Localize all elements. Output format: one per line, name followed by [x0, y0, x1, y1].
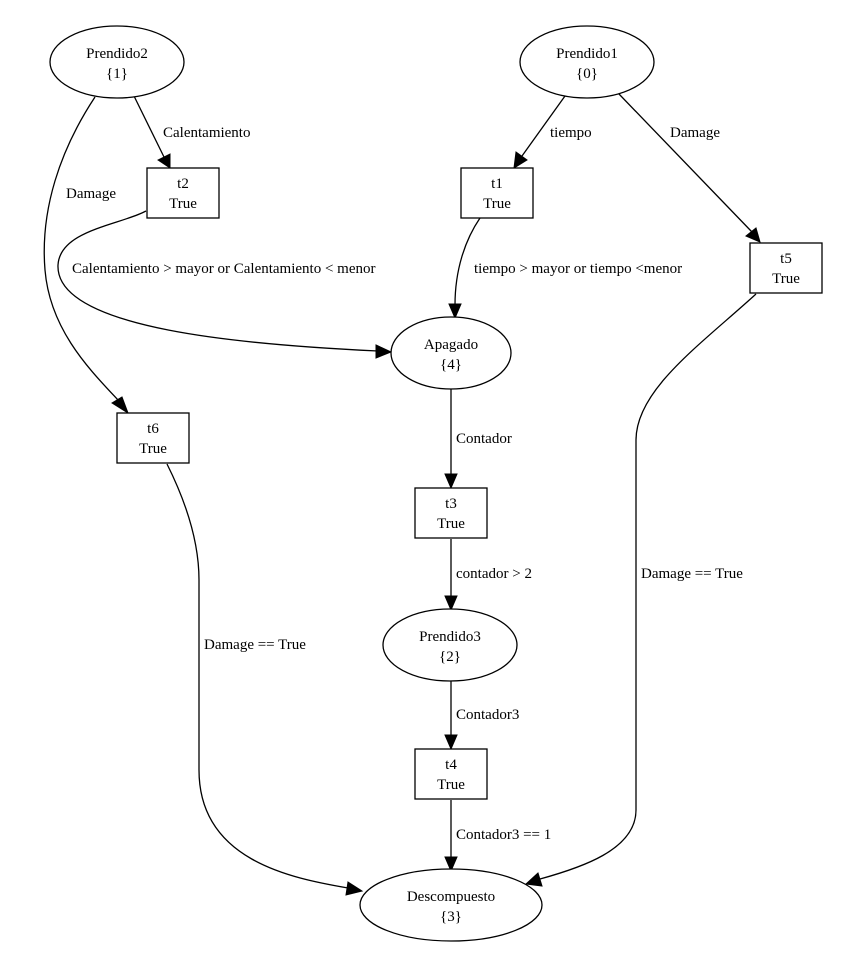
- place-prendido3[interactable]: Prendido3 {2}: [382, 608, 518, 682]
- place-name: Descompuesto: [407, 889, 495, 905]
- transition-t1[interactable]: t1 True: [460, 167, 534, 219]
- edge-prendido1-t1: [521, 95, 566, 157]
- edge-prendido2-t2: [133, 95, 165, 158]
- arrowhead: [375, 344, 393, 359]
- arrowhead: [444, 856, 458, 873]
- arrowhead: [444, 595, 458, 612]
- transition-name: t2: [177, 176, 189, 192]
- transition-t3[interactable]: t3 True: [414, 487, 488, 539]
- arrowhead: [524, 872, 543, 887]
- place-tokens: {1}: [106, 66, 128, 82]
- edge-label-contador: Contador: [456, 431, 512, 447]
- arrowhead: [157, 153, 171, 169]
- arrowhead: [111, 396, 129, 415]
- arrowhead: [745, 227, 761, 243]
- place-name: Prendido1: [556, 46, 618, 62]
- arrowhead: [444, 473, 458, 490]
- edge-label-calentamiento: Calentamiento: [163, 125, 250, 141]
- edge-label-damage-true-right: Damage == True: [641, 566, 743, 582]
- edge-prendido1-t5: [618, 93, 753, 233]
- transition-name: t4: [445, 757, 457, 773]
- edge-label-contador-gt-2: contador > 2: [456, 566, 532, 582]
- edge-label-tiempo-condition: tiempo > mayor or tiempo <menor: [474, 261, 682, 277]
- place-prendido1[interactable]: Prendido1 {0}: [519, 25, 655, 99]
- edge-t6-descompuesto: [166, 463, 349, 889]
- transition-guard: True: [483, 196, 511, 212]
- edge-label-contador3-eq-1: Contador3 == 1: [456, 827, 551, 843]
- edge-label-tiempo: tiempo: [550, 125, 592, 141]
- arrowhead: [513, 151, 528, 169]
- place-apagado[interactable]: Apagado {4}: [390, 316, 512, 390]
- transition-guard: True: [139, 441, 167, 457]
- arrowhead: [448, 303, 462, 320]
- edge-label-damage-true-left: Damage == True: [204, 637, 306, 653]
- place-prendido2[interactable]: Prendido2 {1}: [49, 25, 185, 99]
- transition-name: t3: [445, 496, 457, 512]
- transition-name: t5: [780, 251, 792, 267]
- transition-t6[interactable]: t6 True: [116, 412, 190, 464]
- place-tokens: {3}: [440, 909, 462, 925]
- edge-label-damage-left: Damage: [66, 186, 116, 202]
- transition-t4[interactable]: t4 True: [414, 748, 488, 800]
- transition-name: t1: [491, 176, 503, 192]
- edge-label-calentamiento-condition: Calentamiento > mayor or Calentamiento <…: [72, 261, 376, 277]
- place-name: Apagado: [424, 337, 478, 353]
- place-name: Prendido3: [419, 629, 481, 645]
- place-tokens: {2}: [439, 649, 461, 665]
- edge-prendido2-t6: [43, 96, 119, 401]
- transition-name: t6: [147, 421, 159, 437]
- edge-label-contador3: Contador3: [456, 707, 519, 723]
- place-descompuesto[interactable]: Descompuesto {3}: [359, 868, 543, 942]
- arrowhead: [444, 734, 458, 751]
- transition-guard: True: [437, 777, 465, 793]
- transition-t5[interactable]: t5 True: [749, 242, 823, 294]
- edge-t1-apagado: [454, 217, 481, 306]
- place-name: Prendido2: [86, 46, 148, 62]
- arrowhead: [345, 881, 364, 896]
- edge-t2-apagado: [57, 210, 379, 352]
- edge-label-damage-right: Damage: [670, 125, 720, 141]
- transition-guard: True: [169, 196, 197, 212]
- place-tokens: {0}: [576, 66, 598, 82]
- transition-t2[interactable]: t2 True: [146, 167, 220, 219]
- transition-guard: True: [437, 516, 465, 532]
- edge-t5-descompuesto: [539, 293, 757, 880]
- place-tokens: {4}: [440, 357, 462, 373]
- transition-guard: True: [772, 271, 800, 287]
